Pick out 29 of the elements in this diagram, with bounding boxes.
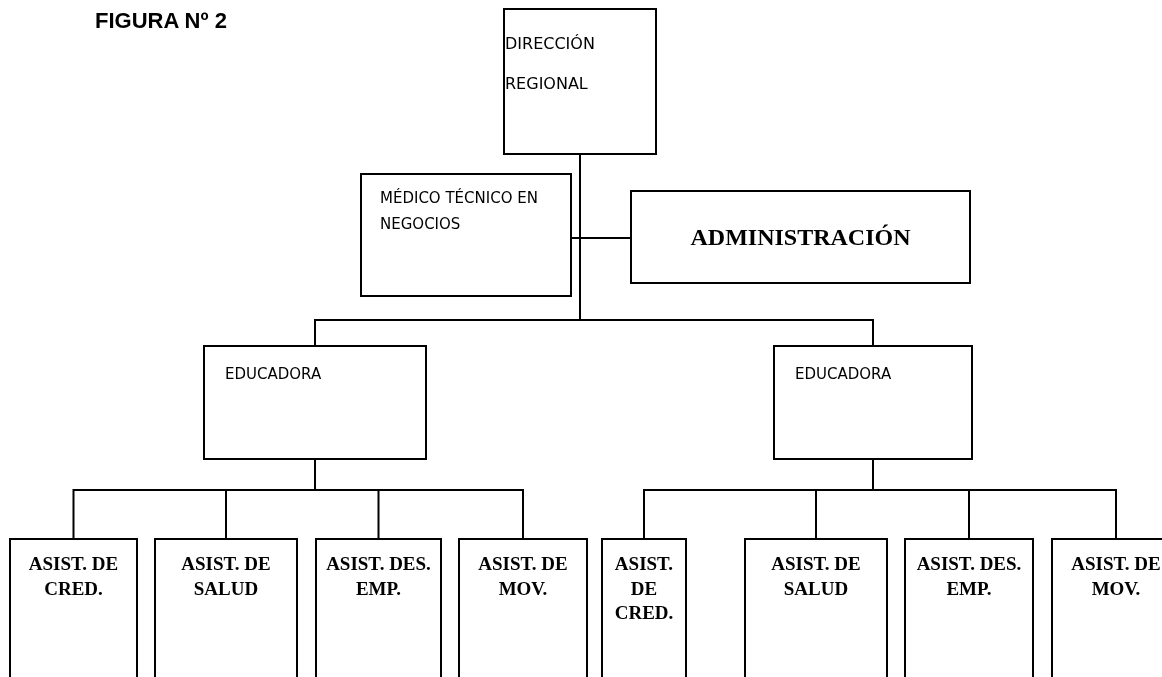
- advisor-box: [360, 173, 572, 297]
- box-label: EDUCADORA: [225, 365, 323, 383]
- box-label: ADMINISTRACIÓN: [690, 223, 911, 251]
- educator-box: [773, 345, 973, 460]
- box-label: MÉDICO TÉCNICO EN NEGOCIOS: [380, 187, 539, 236]
- box-label: ASIST. DE MOV.: [1070, 552, 1162, 601]
- assistant-box: [744, 538, 888, 677]
- director-box: [503, 8, 657, 155]
- connector-line: [872, 459, 1117, 539]
- assistant-box: [601, 538, 687, 677]
- assistant-box: [904, 538, 1034, 677]
- assistant-box: [9, 538, 138, 677]
- assistant-box: [1051, 538, 1162, 677]
- box-label: ASIST. DE MOV.: [477, 552, 569, 601]
- box-label: ASIST. DES. EMP.: [325, 552, 432, 601]
- assistant-box: [315, 538, 442, 677]
- box-label: EDUCADORA: [795, 365, 893, 383]
- figure-title: FIGURA Nº 2: [95, 8, 227, 34]
- box-label: ASIST. DE CRED.: [27, 552, 120, 601]
- educator-box: [203, 345, 427, 460]
- assistant-box: [154, 538, 298, 677]
- box-label: ASIST. DE CRED.: [613, 552, 675, 626]
- assistant-box: [458, 538, 588, 677]
- connector-line: [314, 459, 524, 539]
- box-label: ASIST. DES. EMP.: [915, 552, 1023, 601]
- box-label: ASIST. DE SALUD: [180, 552, 272, 601]
- box-label: ASIST. DE SALUD: [770, 552, 862, 601]
- department-box: [630, 190, 971, 284]
- box-label: DIRECCIÓN REGIONAL: [505, 33, 596, 95]
